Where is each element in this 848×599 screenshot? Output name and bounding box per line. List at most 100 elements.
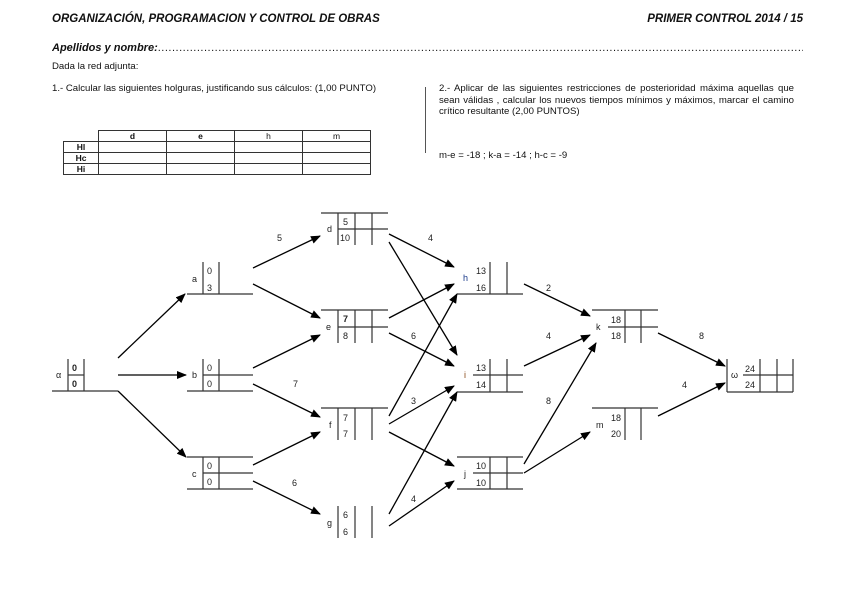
node-c-label: c bbox=[192, 469, 197, 479]
arrow-b-f bbox=[252, 383, 321, 418]
node-j-frame bbox=[457, 456, 523, 490]
arrow-g-j bbox=[388, 480, 455, 527]
node-b-early: 0 bbox=[207, 363, 212, 373]
arrow-d-h bbox=[388, 233, 455, 268]
node-h-frame bbox=[457, 262, 523, 295]
node-m-label: m bbox=[596, 420, 604, 430]
arrow-f-i bbox=[388, 385, 455, 425]
node-j-early: 10 bbox=[476, 461, 486, 471]
node-a-label: a bbox=[192, 274, 197, 284]
node-a-frame bbox=[187, 262, 253, 295]
node-f-label: f bbox=[329, 420, 332, 430]
edge-label-j-k: 8 bbox=[546, 396, 551, 406]
edge-label-e-i: 6 bbox=[411, 331, 416, 341]
node-b-label: b bbox=[192, 370, 197, 380]
edge-label-c-g: 6 bbox=[292, 478, 297, 488]
question1-text: 1.- Calcular las siguientes holguras, ju… bbox=[52, 83, 377, 94]
name-field-dots: ........................................… bbox=[157, 42, 803, 54]
node-j-label: j bbox=[463, 469, 466, 479]
node-omega-label: ω bbox=[731, 370, 738, 380]
node-alpha-label: α bbox=[56, 370, 61, 380]
node-alpha-late: 0 bbox=[72, 379, 77, 389]
arrow-alpha-c bbox=[117, 390, 187, 458]
restrictions-text: m-e = -18 ; k-a = -14 ; h-c = -9 bbox=[439, 150, 568, 161]
node-k-early: 18 bbox=[611, 315, 621, 325]
edge-label-h-k: 2 bbox=[546, 283, 551, 293]
arrow-h-k bbox=[523, 283, 591, 317]
node-a-late: 3 bbox=[207, 283, 212, 293]
arrow-e-i bbox=[388, 332, 455, 367]
node-b-frame bbox=[187, 359, 253, 392]
node-d-label: d bbox=[327, 224, 332, 234]
node-omega-frame bbox=[726, 359, 794, 393]
node-f-frame bbox=[321, 407, 388, 440]
node-h-label: h bbox=[463, 273, 468, 283]
node-d-late: 10 bbox=[340, 233, 350, 243]
arrow-c-g bbox=[252, 480, 321, 515]
edge-label-i-k: 4 bbox=[546, 331, 551, 341]
intro-text: Dada la red adjunta: bbox=[52, 61, 139, 72]
node-e-early: 7 bbox=[343, 314, 348, 324]
name-field-label: Apellidos y nombre: bbox=[52, 42, 158, 54]
node-i-early: 13 bbox=[476, 363, 486, 373]
arrow-c-f bbox=[252, 431, 321, 466]
table-row: Hi bbox=[63, 163, 371, 175]
node-f-late: 7 bbox=[343, 429, 348, 439]
node-omega-early: 24 bbox=[745, 364, 755, 374]
edge-label-g-j: 4 bbox=[411, 494, 416, 504]
node-h-late: 16 bbox=[476, 283, 486, 293]
table-row: Hc bbox=[63, 152, 371, 164]
table-row: Hl bbox=[63, 141, 371, 153]
node-f-early: 7 bbox=[343, 413, 348, 423]
node-alpha-frame bbox=[52, 359, 118, 392]
node-c-early: 0 bbox=[207, 461, 212, 471]
node-g-frame bbox=[337, 506, 373, 538]
edge-label-m-omega: 4 bbox=[682, 380, 687, 390]
node-m-late: 20 bbox=[611, 429, 621, 439]
node-e-label: e bbox=[326, 322, 331, 332]
arrow-a-d bbox=[252, 235, 321, 269]
holguras-table: d e h m Hl Hc Hi bbox=[63, 130, 371, 175]
node-j-late: 10 bbox=[476, 478, 486, 488]
node-k-label: k bbox=[596, 322, 601, 332]
arrow-i-k bbox=[523, 334, 591, 367]
node-i-frame bbox=[457, 359, 523, 393]
exam-title: PRIMER CONTROL 2014 / 15 bbox=[647, 13, 803, 25]
arrow-g-i bbox=[388, 391, 458, 515]
arrow-j-k bbox=[523, 342, 597, 465]
edge-label-k-omega: 8 bbox=[699, 331, 704, 341]
name-field[interactable]: Apellidos y nombre:.....................… bbox=[52, 42, 803, 54]
course-title: ORGANIZACIÓN, PROGRAMACION Y CONTROL DE … bbox=[52, 13, 380, 25]
edge-label-d-h: 4 bbox=[428, 233, 433, 243]
arrow-k-omega bbox=[657, 332, 726, 367]
arrow-a-e bbox=[252, 283, 321, 319]
node-k-frame bbox=[592, 309, 658, 343]
node-b-late: 0 bbox=[207, 379, 212, 389]
node-alpha-early: 0 bbox=[72, 363, 77, 373]
node-i-label: i bbox=[464, 370, 466, 380]
arrow-f-j bbox=[388, 431, 455, 467]
node-c-frame bbox=[187, 456, 253, 490]
cell-hi-m[interactable] bbox=[302, 163, 371, 175]
node-m-early: 18 bbox=[611, 413, 621, 423]
node-k-late: 18 bbox=[611, 331, 621, 341]
node-g-early: 6 bbox=[343, 510, 348, 520]
node-h-early: 13 bbox=[476, 266, 486, 276]
node-g-late: 6 bbox=[343, 527, 348, 537]
edge-label-a-d: 5 bbox=[277, 233, 282, 243]
node-i-late: 14 bbox=[476, 380, 486, 390]
question-divider bbox=[425, 87, 426, 153]
arrow-f-h bbox=[388, 293, 458, 417]
question2-text: 2.- Aplicar de las siguientes restriccio… bbox=[439, 83, 794, 117]
node-d-frame bbox=[321, 212, 388, 245]
network-arrows bbox=[117, 233, 726, 527]
node-a-early: 0 bbox=[207, 266, 212, 276]
node-g-label: g bbox=[327, 518, 332, 528]
arrow-j-m bbox=[523, 431, 591, 474]
arrow-d-i bbox=[388, 241, 458, 356]
node-c-late: 0 bbox=[207, 477, 212, 487]
arrow-alpha-a bbox=[117, 293, 186, 359]
edge-label-b-f: 7 bbox=[293, 379, 298, 389]
arrow-m-omega bbox=[657, 382, 726, 417]
